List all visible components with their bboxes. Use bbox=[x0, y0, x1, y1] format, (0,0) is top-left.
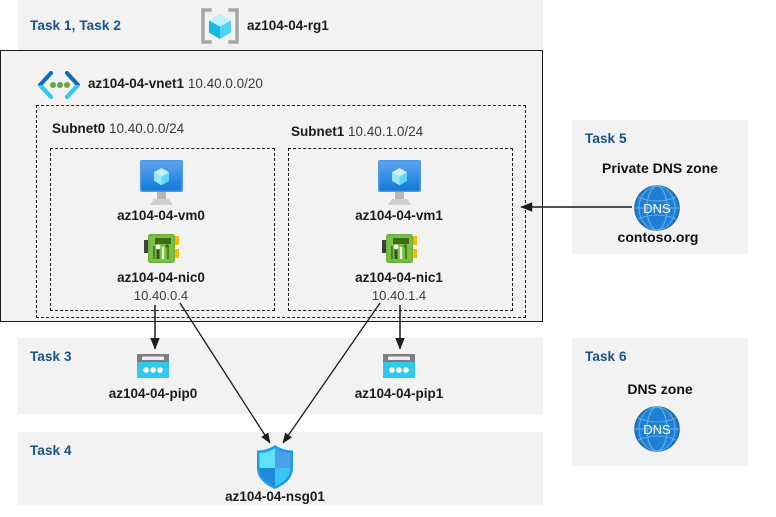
virtual-machine-icon bbox=[134, 158, 189, 208]
private-dns-zone-heading: Private DNS zone bbox=[602, 160, 718, 176]
virtual-network-box bbox=[0, 50, 543, 322]
subnet1-name: Subnet1 bbox=[291, 124, 345, 139]
network-security-group-shield-icon bbox=[254, 444, 296, 490]
network-interface-icon bbox=[380, 231, 420, 267]
subnet1-title: Subnet1 10.40.1.0/24 bbox=[291, 124, 423, 139]
resource-group-header-panel bbox=[18, 0, 543, 50]
resource-group-name: az104-04-rg1 bbox=[247, 18, 329, 33]
private-dns-zone-name: contoso.org bbox=[617, 229, 699, 245]
subnet0-title: Subnet0 10.40.0.0/24 bbox=[52, 121, 184, 136]
public-ip-address-icon bbox=[381, 352, 417, 382]
subnet0-box bbox=[50, 148, 275, 311]
virtual-network-cidr: 10.40.0.0/20 bbox=[187, 76, 263, 91]
virtual-machine-icon bbox=[372, 158, 427, 208]
subnet0-cidr: 10.40.0.0/24 bbox=[109, 121, 185, 136]
subnet1-cidr: 10.40.1.0/24 bbox=[348, 124, 424, 139]
virtual-network-title: az104-04-vnet1 10.40.0.0/20 bbox=[88, 76, 263, 91]
task-label-4: Task 4 bbox=[30, 443, 72, 458]
virtual-network-icon bbox=[36, 70, 82, 100]
vm0-name: az104-04-vm0 bbox=[117, 208, 205, 223]
nic0-ip: 10.40.0.4 bbox=[133, 288, 189, 303]
task-label-1-2: Task 1, Task 2 bbox=[30, 18, 121, 33]
pip1-name: az104-04-pip1 bbox=[354, 386, 444, 401]
resource-group-cube-icon bbox=[198, 7, 242, 45]
svg-text:DNS: DNS bbox=[643, 422, 671, 437]
task-label-5: Task 5 bbox=[585, 131, 627, 146]
vm1-name: az104-04-vm1 bbox=[355, 208, 443, 223]
task-label-6: Task 6 bbox=[585, 349, 627, 364]
nic0-name: az104-04-nic0 bbox=[117, 270, 205, 285]
network-interface-icon bbox=[142, 231, 182, 267]
task3-panel bbox=[18, 338, 543, 414]
svg-text:DNS: DNS bbox=[643, 201, 671, 216]
nic1-ip: 10.40.1.4 bbox=[371, 288, 427, 303]
nsg-name: az104-04-nsg01 bbox=[225, 489, 325, 504]
dns-globe-icon: DNS bbox=[632, 404, 682, 454]
public-ip-address-icon bbox=[135, 352, 171, 382]
dns-globe-icon: DNS bbox=[632, 183, 682, 233]
virtual-network-name: az104-04-vnet1 bbox=[88, 76, 185, 91]
task-label-3: Task 3 bbox=[30, 349, 72, 364]
dns-zone-heading: DNS zone bbox=[627, 381, 693, 397]
nic1-name: az104-04-nic1 bbox=[355, 270, 443, 285]
subnet0-name: Subnet0 bbox=[52, 121, 106, 136]
pip0-name: az104-04-pip0 bbox=[108, 386, 198, 401]
